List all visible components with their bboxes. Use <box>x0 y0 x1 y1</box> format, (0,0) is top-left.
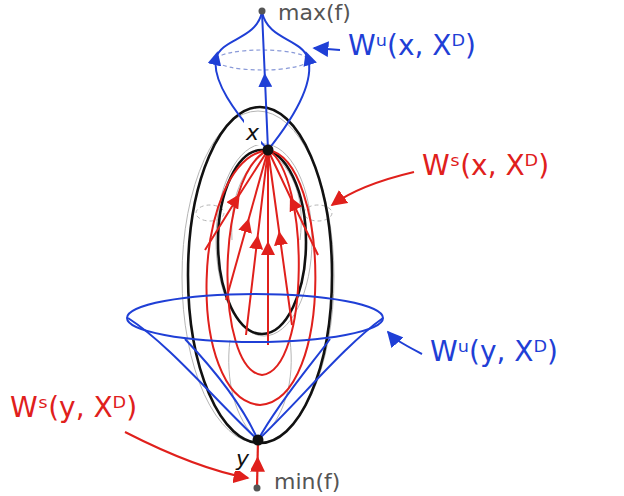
leader-arrows <box>314 48 340 50</box>
unstable-manifold-y <box>127 294 383 440</box>
critical-points <box>259 8 266 15</box>
stable-manifold-x <box>205 150 268 250</box>
stable-manifold-y <box>257 440 258 488</box>
unstable-manifold-x <box>215 12 309 150</box>
manifold-label: Wˢ(x, Xᴰ) <box>420 150 551 182</box>
unstable-manifold-y <box>185 339 258 440</box>
leader-arrows <box>332 172 414 205</box>
point-label: y <box>234 446 251 471</box>
unstable-manifold-x <box>216 50 308 70</box>
manifold-label: Wᵘ(y, Xᴰ) <box>428 336 560 368</box>
stable-manifold-x <box>226 150 268 300</box>
unstable-manifold-x <box>262 12 268 150</box>
minimum-label: min(f) <box>272 469 342 494</box>
unstable-manifold-x <box>215 12 268 150</box>
manifold-label: Wˢ(y, Xᴰ) <box>8 392 139 424</box>
leader-arrows <box>388 332 422 354</box>
maximum-label: max(f) <box>276 0 353 25</box>
manifold-label: Wᵘ(x, Xᴰ) <box>346 30 478 62</box>
unstable-manifold-y <box>258 318 383 440</box>
stable-manifold-x <box>267 150 269 345</box>
stable-manifold-x <box>205 150 318 405</box>
unstable-manifold-y <box>258 339 330 440</box>
unstable-manifold-y <box>127 294 383 342</box>
critical-points <box>254 485 261 492</box>
leader-arrows <box>125 48 422 478</box>
point-label: x <box>244 120 261 145</box>
stable-manifold-y <box>257 440 258 488</box>
unstable-manifold-y <box>128 318 258 440</box>
critical-points <box>253 8 274 492</box>
unstable-manifold-x <box>262 12 309 150</box>
critical-points <box>263 145 274 156</box>
leader-arrows <box>125 432 248 478</box>
stable-manifold-x <box>207 150 316 405</box>
stable-manifold-x <box>268 150 318 255</box>
critical-points <box>253 435 264 446</box>
